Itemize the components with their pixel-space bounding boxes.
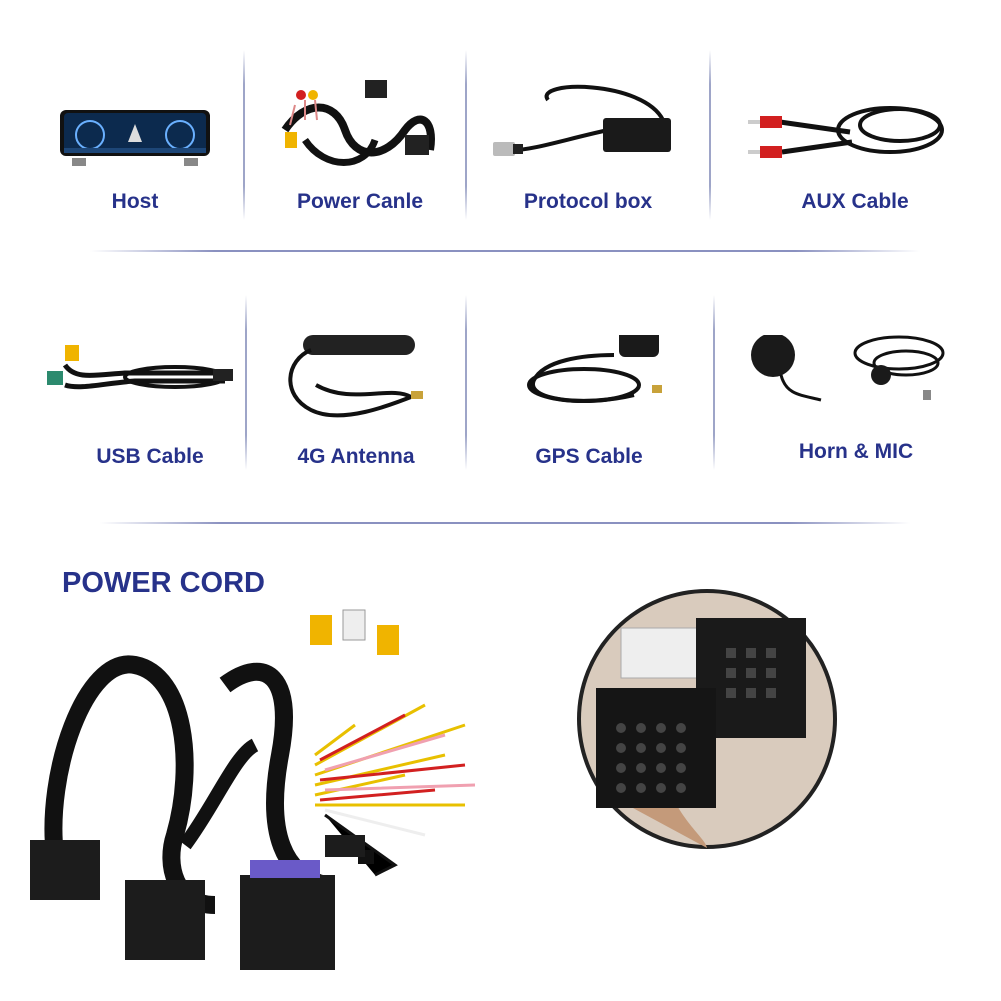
divider xyxy=(465,50,467,220)
item-label: GPS Cable xyxy=(535,445,643,468)
item-label: Protocol box xyxy=(523,190,653,213)
item-label: Host xyxy=(111,190,159,213)
item-usb-cable: USB Cable xyxy=(35,335,265,535)
divider xyxy=(243,50,245,220)
divider xyxy=(245,295,247,470)
divider xyxy=(465,295,467,470)
item-label: 4G Antenna xyxy=(297,445,415,468)
item-host: Host xyxy=(20,80,250,280)
item-aux-cable: AUX Cable xyxy=(740,80,970,280)
divider xyxy=(713,295,715,470)
connector-closeup-image xyxy=(576,588,838,850)
item-horn-mic: Horn & MIC xyxy=(741,335,971,535)
aux-cable-icon xyxy=(740,80,970,230)
antenna-icon xyxy=(241,335,471,485)
item-label: AUX Cable xyxy=(801,190,909,213)
item-label: Horn & MIC xyxy=(798,440,914,463)
divider xyxy=(90,250,920,252)
speaker-microphone-icon xyxy=(741,335,971,485)
power-cord-harness-image xyxy=(25,605,500,985)
item-gps-cable: GPS Cable xyxy=(474,335,704,535)
usb-cable-icon xyxy=(35,335,265,485)
item-4g-antenna: 4G Antenna xyxy=(241,335,471,535)
item-power-cable: Power Canle xyxy=(245,80,475,280)
section-title-power-cord: POWER CORD xyxy=(62,567,265,599)
item-label: Power Canle xyxy=(296,190,424,213)
car-display-icon xyxy=(20,80,250,230)
divider xyxy=(100,522,910,524)
divider xyxy=(709,50,711,220)
wiring-harness-icon xyxy=(245,80,475,230)
gps-antenna-icon xyxy=(474,335,704,485)
item-protocol-box: Protocol box xyxy=(473,80,703,280)
item-label: USB Cable xyxy=(96,445,204,468)
protocol-box-icon xyxy=(473,80,703,230)
